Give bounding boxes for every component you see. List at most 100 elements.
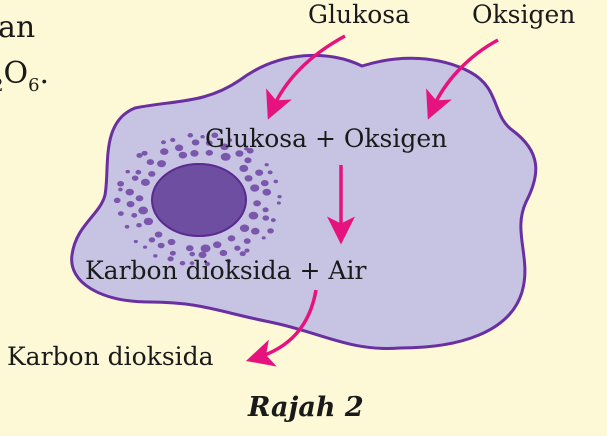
- granule: [154, 231, 163, 238]
- granule: [262, 188, 272, 196]
- granule: [225, 258, 232, 264]
- granule: [143, 217, 154, 226]
- granule: [169, 250, 176, 256]
- granule: [160, 148, 169, 155]
- granule: [153, 254, 158, 258]
- cytoplasm-granules: [113, 132, 282, 267]
- co2-out-arrow: [245, 289, 318, 367]
- cell-membrane: [70, 53, 538, 351]
- granule: [131, 175, 139, 181]
- granule: [167, 238, 176, 246]
- granule: [140, 178, 150, 186]
- fragment-line-2: 2O6.: [0, 56, 49, 96]
- granule: [179, 260, 186, 266]
- granule: [273, 179, 279, 184]
- granule: [267, 170, 273, 175]
- granule: [262, 215, 270, 221]
- granule: [244, 157, 252, 164]
- granule: [142, 245, 148, 249]
- granule: [253, 200, 261, 207]
- granule: [146, 159, 155, 166]
- granule: [262, 207, 269, 213]
- granule: [174, 144, 184, 152]
- granule: [133, 239, 138, 244]
- granule: [131, 212, 138, 218]
- granule: [125, 169, 130, 174]
- granule: [246, 147, 254, 154]
- granule: [277, 194, 282, 199]
- granule: [250, 227, 260, 235]
- granule: [227, 235, 236, 242]
- granule: [260, 180, 269, 187]
- granule: [227, 138, 233, 142]
- co2-output-label: Karbon dioksida: [7, 342, 214, 371]
- granule: [157, 242, 165, 249]
- reactants-label: Glukosa + Oksigen: [205, 124, 448, 153]
- granule: [205, 149, 214, 156]
- granule: [220, 143, 229, 151]
- granule: [170, 137, 176, 143]
- granule: [244, 248, 250, 253]
- granule: [248, 211, 259, 220]
- granule: [189, 251, 196, 257]
- granule: [141, 150, 148, 156]
- granule: [161, 140, 167, 145]
- granule: [276, 201, 281, 205]
- subscript: 6: [28, 75, 40, 96]
- granule: [191, 139, 200, 146]
- nucleus: [151, 163, 247, 237]
- granule: [178, 151, 188, 159]
- glucose-arrow: [266, 34, 346, 120]
- subscript: 2: [0, 75, 3, 96]
- figure-caption: Rajah 2: [248, 392, 364, 423]
- granule: [270, 218, 276, 223]
- granule: [211, 132, 219, 138]
- granule: [135, 169, 142, 175]
- oxygen-label: Oksigen: [472, 0, 576, 29]
- granule: [255, 169, 264, 176]
- granule: [126, 201, 135, 208]
- granule: [190, 150, 199, 157]
- granule: [148, 237, 156, 243]
- granule: [239, 251, 246, 257]
- granule: [244, 175, 253, 182]
- granule: [204, 261, 211, 267]
- granule: [212, 241, 222, 249]
- glucose-label: Glukosa: [308, 0, 411, 29]
- period: .: [39, 56, 50, 91]
- granule: [239, 164, 249, 173]
- granule: [113, 197, 121, 204]
- granule: [136, 222, 142, 228]
- granule: [167, 256, 174, 262]
- granule: [267, 228, 274, 234]
- granule: [118, 187, 123, 192]
- granule: [189, 261, 195, 265]
- granule: [136, 153, 143, 158]
- oxygen-arrow: [426, 38, 499, 120]
- granule: [125, 188, 134, 196]
- granule: [235, 150, 244, 157]
- products-label: Karbon dioksida + Air: [85, 256, 367, 285]
- granule: [198, 251, 207, 259]
- granule: [124, 224, 130, 229]
- granule: [234, 245, 241, 251]
- granule: [185, 245, 194, 252]
- granule: [135, 195, 144, 202]
- granule: [148, 170, 156, 177]
- granule: [117, 211, 124, 216]
- granule: [261, 236, 266, 240]
- granule: [187, 133, 194, 138]
- granule: [138, 206, 149, 215]
- granule: [250, 184, 260, 192]
- granule: [205, 140, 213, 146]
- granule: [264, 163, 269, 167]
- granule: [220, 152, 231, 161]
- granule: [219, 249, 228, 257]
- granule: [239, 224, 250, 233]
- symbol: O: [3, 56, 29, 91]
- granule: [117, 181, 125, 187]
- fragment-line-1: an: [0, 10, 36, 45]
- granule: [243, 238, 251, 244]
- granule: [200, 244, 211, 253]
- granule: [200, 134, 205, 139]
